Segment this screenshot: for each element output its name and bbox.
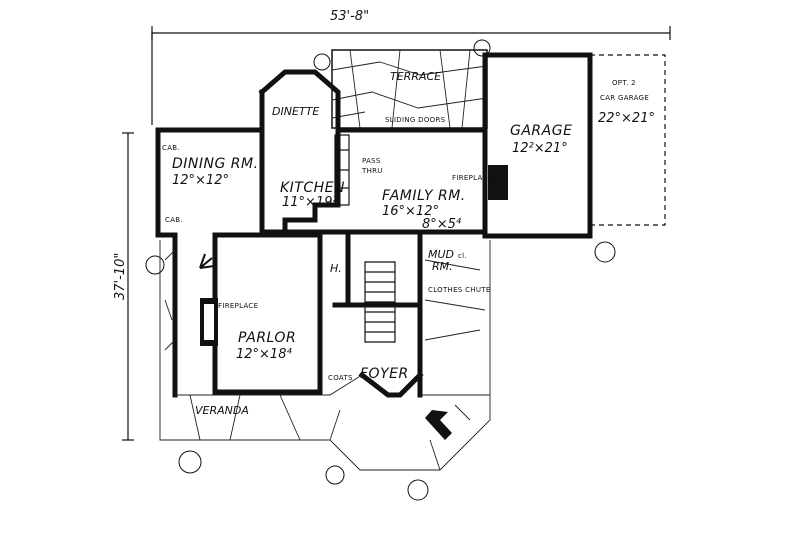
clothes-chute-label: CLOTHES CHUTE [428, 286, 491, 294]
dinette-label: DINETTE [272, 105, 319, 118]
opt-garage-size: 22°×21° [598, 111, 655, 126]
parlor-size: 12°×18⁴ [236, 347, 292, 362]
staircase [364, 261, 396, 343]
coats-label: COATS [328, 374, 353, 382]
mud-room-label-2: RM. [432, 260, 453, 273]
cabinet-label-bottom: CAB. [165, 216, 183, 224]
overall-depth-dimension: 37'-10" [113, 132, 134, 441]
family-room-size: 16°×12° [382, 204, 439, 219]
shrubs [145, 39, 616, 501]
mud-room-label-1: MUD [428, 248, 454, 261]
pass-thru-line1: PASS [362, 157, 381, 165]
sliding-doors-label: SLIDING DOORS [385, 116, 446, 124]
kitchen-label: KITCHEN [280, 180, 345, 196]
closet-label: cl. [458, 252, 467, 260]
parlor-fireplace [200, 298, 218, 346]
exterior-walls [155, 52, 593, 398]
garage-label: GARAGE [510, 123, 572, 139]
family-fireplace [488, 165, 508, 200]
mud-room-size: 8°×5⁴ [422, 217, 462, 232]
dining-room-label: DINING RM. [172, 156, 259, 172]
kitchen-size: 11°×19² [282, 195, 338, 210]
entry-arrow [425, 410, 452, 440]
width-dimension-label: 53'-8" [330, 9, 369, 24]
depth-dimension-label: 37'-10" [113, 253, 128, 300]
cabinet-label-top: CAB. [162, 144, 180, 152]
family-room-label: FAMILY RM. [382, 188, 466, 204]
veranda-paving [159, 240, 491, 471]
veranda-label: VERANDA [195, 404, 249, 417]
opt-garage-line2: CAR GARAGE [600, 94, 649, 102]
opt-garage-line1: OPT. 2 [612, 79, 636, 87]
family-fireplace-label: FIREPLACE [452, 174, 492, 182]
hall-label: H. [330, 262, 342, 275]
pass-thru-line2: THRU [361, 167, 383, 175]
parlor-fireplace-label: FIREPLACE [218, 302, 258, 310]
optional-garage-outline [590, 54, 666, 226]
dining-room-size: 12°×12° [172, 173, 229, 188]
terrace-label: TERRACE [390, 70, 441, 83]
side-entry-arrow [199, 253, 215, 269]
overall-width-dimension: 53'-8" [151, 9, 671, 125]
parlor-label: PARLOR [238, 330, 296, 346]
garage-size: 12²×21° [512, 141, 568, 156]
kitchen-counters [334, 134, 350, 206]
foyer-label: FOYER [360, 366, 409, 382]
